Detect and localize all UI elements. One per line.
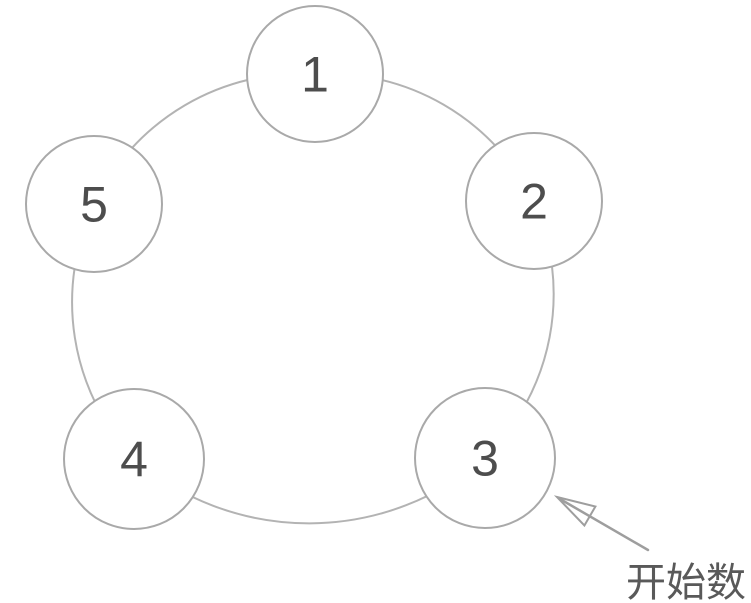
node-circle (25, 135, 163, 273)
node-2: 2 (465, 132, 603, 270)
node-label: 2 (520, 174, 548, 230)
node-5: 5 (25, 135, 163, 273)
node-label: 1 (301, 47, 329, 103)
node-circle (414, 387, 556, 529)
node-3: 3 (414, 387, 556, 529)
node-4: 4 (63, 388, 205, 530)
node-circle (465, 132, 603, 270)
node-label: 5 (80, 177, 108, 233)
node-circle (63, 388, 205, 530)
start-counting-label: 开始数 (626, 561, 746, 603)
node-label: 3 (471, 431, 499, 487)
arrow-shaft (558, 497, 650, 552)
node-circle (246, 5, 384, 143)
start-pointer-arrow (553, 495, 650, 552)
node-label: 4 (120, 432, 148, 488)
node-1: 1 (246, 5, 384, 143)
